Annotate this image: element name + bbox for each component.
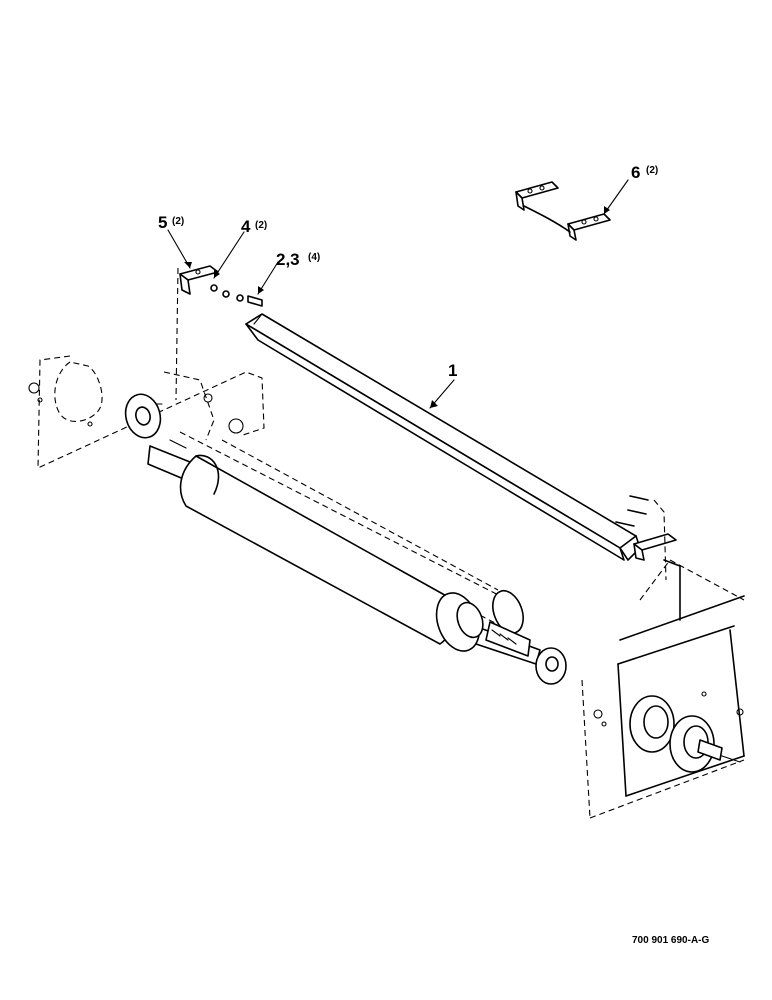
callout-4: 4: [241, 217, 251, 236]
callout-2-3-qty: (4): [308, 252, 320, 263]
callout-6-qty: (2): [646, 165, 658, 176]
callout-2-3: 2,3: [276, 250, 300, 269]
roller-assembly: [147, 431, 541, 665]
callout-5: 5: [158, 213, 167, 232]
hardware-left: [179, 265, 263, 307]
hardware-right: [615, 495, 677, 581]
callout-6: 6: [631, 163, 640, 182]
callout-1: 1: [448, 361, 457, 380]
figure-reference: 700 901 690-A-G: [632, 935, 709, 946]
right-sprocket: [535, 647, 567, 685]
part-1-bar: [245, 313, 641, 561]
callout-5-qty: (2): [172, 216, 184, 227]
right-bearings: [629, 695, 741, 773]
leader-lines: [167, 179, 629, 409]
part-6-brackets: [515, 181, 611, 241]
left-sprocket: [124, 393, 163, 439]
left-frame-outline: [28, 267, 265, 469]
right-frame: [581, 559, 745, 819]
callout-4-qty: (2): [255, 220, 267, 231]
